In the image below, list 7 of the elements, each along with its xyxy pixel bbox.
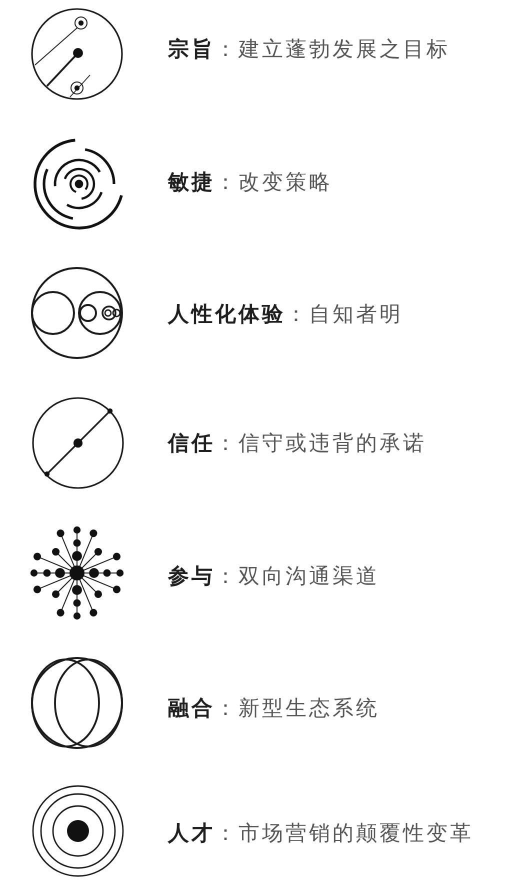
label-text: 人才：市场营销的颠覆性变革 (168, 821, 474, 847)
label-text: 融合：新型生态系统 (168, 696, 380, 722)
label-text: 信任：信守或违背的承诺 (168, 431, 426, 457)
label-text: 人性化体验：自知者明 (168, 302, 403, 328)
label-text: 宗旨：建立蓬勃发展之目标 (168, 36, 450, 63)
label-text: 参与：双向沟通渠道 (168, 564, 380, 590)
label-text: 敏捷：改变策略 (168, 170, 332, 196)
